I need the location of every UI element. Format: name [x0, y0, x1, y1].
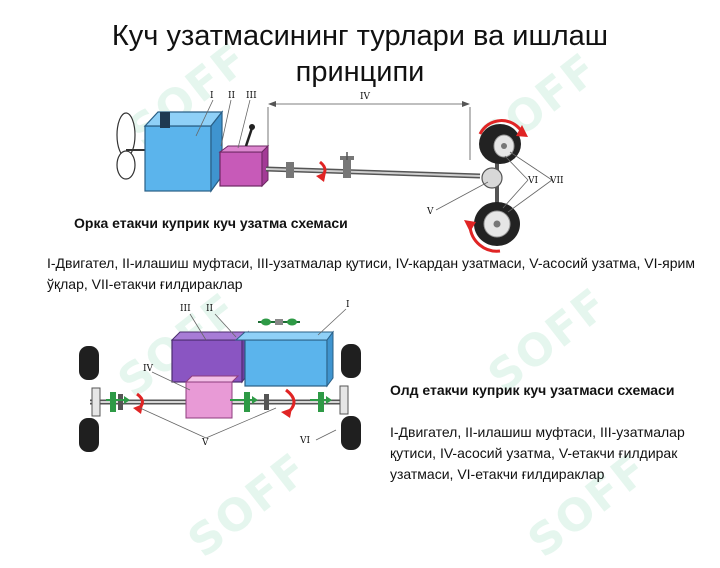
rotation-arrow-icon: [478, 119, 524, 135]
rotation-arrow-icon: [316, 172, 326, 182]
label-front-vi: VI: [300, 436, 311, 446]
rear-drive-caption: Орка етакчи куприк куч узатма схемаси: [74, 215, 348, 231]
cardan-shaft: [265, 152, 481, 179]
front-wheel-left: [79, 346, 101, 452]
gearbox: [218, 124, 270, 188]
label-rear-vi: VI: [528, 176, 539, 186]
label-rear-vii: VII: [550, 176, 564, 186]
rear-wheel-bottom: [474, 202, 520, 246]
leader-lines-front: [139, 308, 347, 441]
label-front-iii: III: [180, 304, 191, 314]
front-wheel-right: [339, 344, 361, 450]
label-front-i: I: [346, 300, 350, 310]
rear-wheel-top: [479, 124, 521, 164]
drive-shaft-icon: [258, 318, 300, 326]
engine-block: [143, 110, 224, 193]
engine-fan: [116, 112, 146, 180]
front-drive-legend: I-Двигател, II-илашиш муфтаси, III-узатм…: [390, 424, 685, 482]
rotation-arrow-icon: [516, 125, 528, 137]
dimension-line-iv: [267, 101, 471, 160]
arrow-green-icon: [106, 396, 332, 404]
label-rear-iii: III: [246, 91, 257, 101]
leader-lines: [195, 99, 553, 213]
label-rear-iv: IV: [360, 92, 371, 102]
label-rear-ii: II: [228, 91, 236, 101]
label-front-v: V: [202, 438, 209, 448]
rotation-arrow-icon: [464, 220, 476, 232]
label-rear-i: I: [210, 91, 214, 101]
front-drive-caption: Олд етакчи куприк куч узатмаси схемаси: [390, 382, 675, 398]
engine-front: [234, 330, 334, 388]
rear-drive-legend: I-Двигател, II-илашиш муфтаси, III-узатм…: [47, 255, 695, 292]
gearbox-front: [170, 330, 249, 384]
final-drive-front: [184, 375, 240, 419]
rotation-arrow-icon: [133, 388, 296, 418]
rear-drive-diagram: [79, 99, 553, 452]
label-front-iv: IV: [143, 364, 154, 374]
label-rear-v: V: [427, 207, 434, 217]
wheel-hubs: [110, 392, 324, 412]
label-front-ii: II: [206, 304, 214, 314]
slide-title: Куч узатмасининг турлари ва ишлаш принци…: [111, 20, 609, 88]
